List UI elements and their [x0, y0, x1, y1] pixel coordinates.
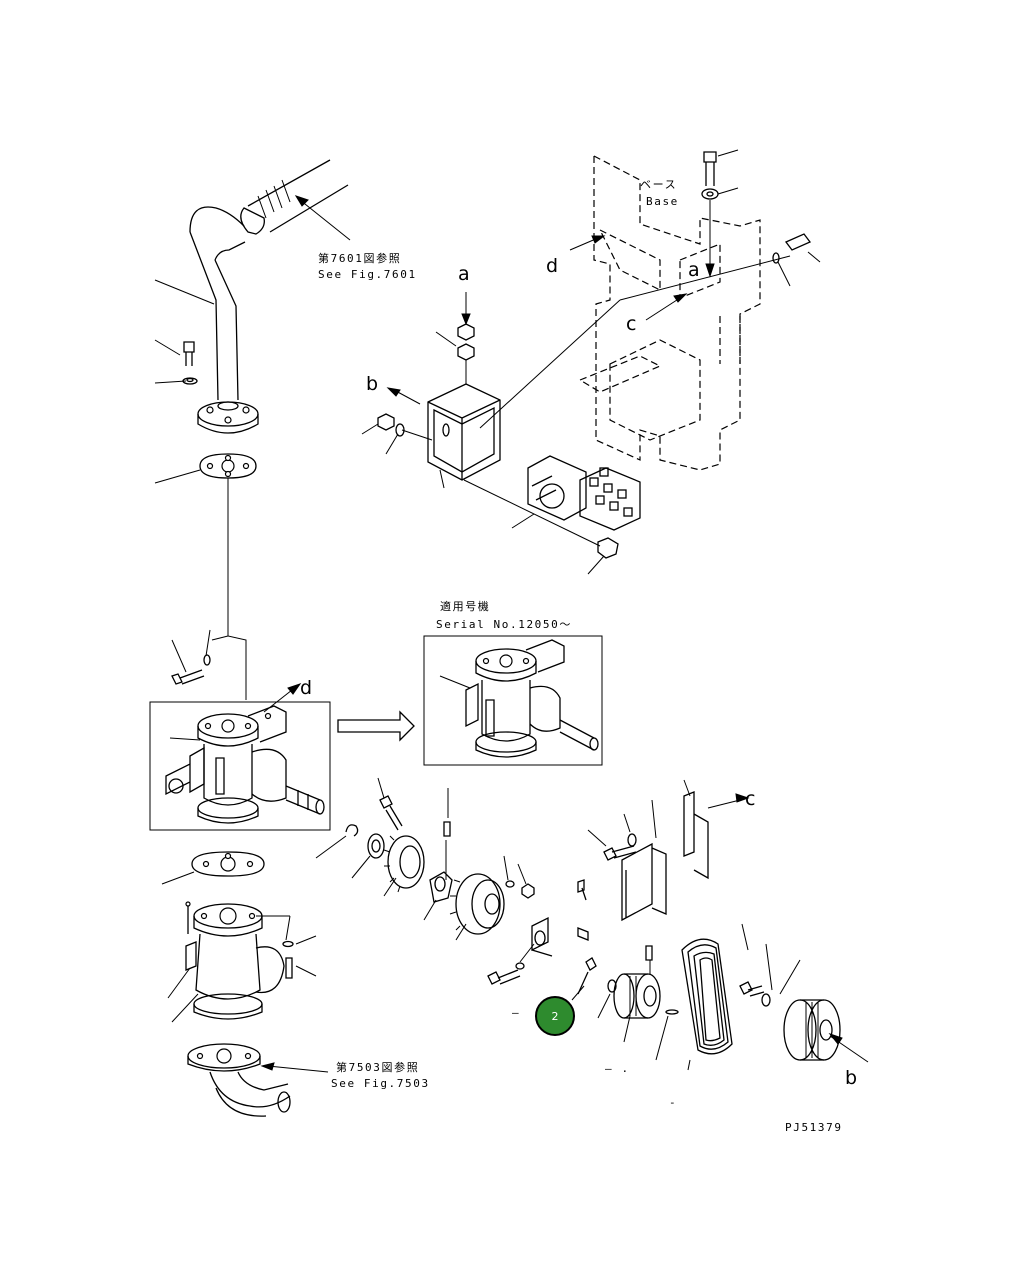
right-bracket: c [587, 779, 755, 922]
lower-pipe [187, 1043, 329, 1117]
upper-gasket [154, 453, 257, 484]
label-a-upper: a [458, 263, 470, 285]
label-b-upper: b [366, 373, 378, 395]
base-label-en: Base [646, 195, 679, 208]
lower-valve [167, 901, 317, 1023]
ref-7503-jp: 第7503図参照 [336, 1060, 419, 1074]
hydraulic-pump [511, 455, 641, 575]
label-c-lower: c [745, 788, 755, 810]
serial-detail-box [423, 635, 603, 766]
base-label-jp: ベース [640, 178, 677, 191]
v-belts [681, 923, 749, 1071]
serial-label-en: Serial No.12050〜 [436, 618, 572, 631]
dash-mark-bottom: - [669, 1096, 677, 1109]
ref-7601-jp: 第7601図参照 [318, 251, 401, 265]
lower-gasket [161, 851, 265, 885]
bolt-washer-left [171, 629, 211, 685]
ref-7601-en: See Fig.7601 [318, 268, 417, 281]
label-d-lower: d [300, 677, 312, 699]
middle-parts [351, 777, 617, 1019]
left-valve-box: d [149, 677, 331, 831]
dash-mark-mid: – . [605, 1062, 630, 1075]
snap-ring [315, 824, 359, 859]
large-pulley: b [739, 943, 869, 1089]
small-pulley [613, 945, 679, 1061]
callout-circle[interactable] [535, 996, 575, 1036]
label-a-right: a [688, 259, 700, 281]
box-bracket: a b [361, 263, 621, 547]
serial-label-jp: 適用号機 [440, 599, 490, 613]
label-c-upper: c [626, 313, 636, 335]
base-frame: ベース Base a d c [546, 149, 821, 471]
dash-mark-left: – [512, 1006, 520, 1019]
callout-badge[interactable]: 2 [535, 996, 575, 1036]
label-d-upper: d [546, 255, 558, 277]
ref-7503-en: See Fig.7503 [331, 1077, 430, 1090]
callout-number[interactable]: 2 [552, 1010, 559, 1023]
detail-arrow [337, 710, 415, 742]
label-b-lower: b [845, 1067, 857, 1089]
upper-pipe [154, 159, 351, 434]
drawing-number: PJ51379 [785, 1121, 843, 1134]
